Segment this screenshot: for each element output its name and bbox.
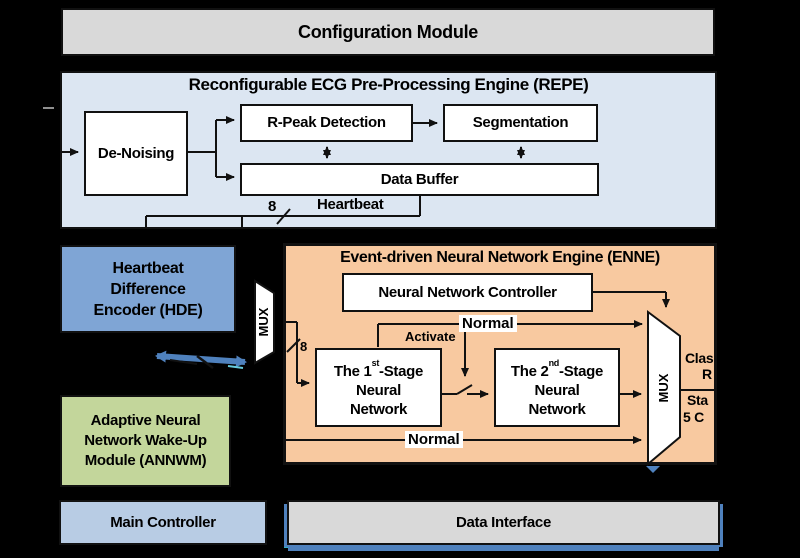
nn-controller-label: Neural Network Controller xyxy=(378,284,557,301)
hde-label-line1: Heartbeat xyxy=(112,260,184,277)
nn-controller-box: Neural Network Controller xyxy=(342,273,593,312)
data-buffer-box: Data Buffer xyxy=(240,163,599,196)
main-controller-label: Main Controller xyxy=(110,514,216,531)
mux-output-blue-arrow xyxy=(646,466,660,473)
main-controller-box: Main Controller xyxy=(59,500,267,545)
hde-mux-blue-arrow xyxy=(155,350,247,369)
normal-top-label: Normal xyxy=(459,315,517,332)
denoising-box: De-Noising xyxy=(84,111,188,196)
denoising-label: De-Noising xyxy=(97,145,175,162)
output-label-clipped-2: R xyxy=(702,366,712,382)
stray-dash xyxy=(43,107,54,109)
data-interface-label: Data Interface xyxy=(455,514,551,531)
annwm-label-line2: Network Wake-Up xyxy=(84,432,207,449)
data-buffer-label: Data Buffer xyxy=(380,171,459,188)
output-mux-label: MUX xyxy=(656,373,671,403)
output-label-clipped-4: 5 C xyxy=(683,409,704,425)
stage2-line3: Network xyxy=(528,401,586,418)
configuration-module-label: Configuration Module xyxy=(298,22,478,42)
hde-label-line3: Encoder (HDE) xyxy=(93,302,203,319)
stage1-line1: The 1st-Stage xyxy=(333,357,424,380)
input-mux-label: MUX xyxy=(256,307,271,337)
heartbeat-bus-label: Heartbeat xyxy=(317,196,384,213)
rpeak-detection-label: R-Peak Detection xyxy=(267,114,386,131)
normal-bottom-label: Normal xyxy=(405,431,463,448)
hde-box: Heartbeat Difference Encoder (HDE) xyxy=(60,245,236,333)
hde-label-line2: Difference xyxy=(110,281,186,298)
stage2-nn-box: The 2nd-Stage Neural Network xyxy=(494,348,620,427)
stage2-line1: The 2nd-Stage xyxy=(510,357,604,380)
output-label-clipped-3: Sta xyxy=(687,392,708,408)
heartbeat-bus-width-label: 8 xyxy=(268,198,277,215)
activate-label: Activate xyxy=(405,329,456,344)
annwm-label-line1: Adaptive Neural xyxy=(90,412,201,429)
output-label-clipped-1: Clas xyxy=(685,350,714,366)
repe-title: Reconfigurable ECG Pre-Processing Engine… xyxy=(188,75,589,94)
stage2-line2: Neural xyxy=(534,382,580,399)
configuration-module-box: Configuration Module xyxy=(61,8,715,56)
stage1-superscript: st xyxy=(371,357,380,368)
data-interface-box: Data Interface xyxy=(287,500,720,545)
annwm-box: Adaptive Neural Network Wake-Up Module (… xyxy=(60,395,231,487)
enne-bus-width-label: 8 xyxy=(300,339,308,354)
annwm-label-line3: Module (ANNWM) xyxy=(84,452,207,469)
segmentation-label: Segmentation xyxy=(472,114,569,131)
stage1-line3: Network xyxy=(349,401,408,418)
stage1-line2: Neural xyxy=(356,382,401,399)
rpeak-detection-box: R-Peak Detection xyxy=(240,104,413,142)
segmentation-box: Segmentation xyxy=(443,104,598,142)
stage1-nn-box: The 1st-Stage Neural Network xyxy=(315,348,442,427)
enne-title: Event-driven Neural Network Engine (ENNE… xyxy=(340,249,660,266)
stage2-superscript: nd xyxy=(548,357,560,368)
